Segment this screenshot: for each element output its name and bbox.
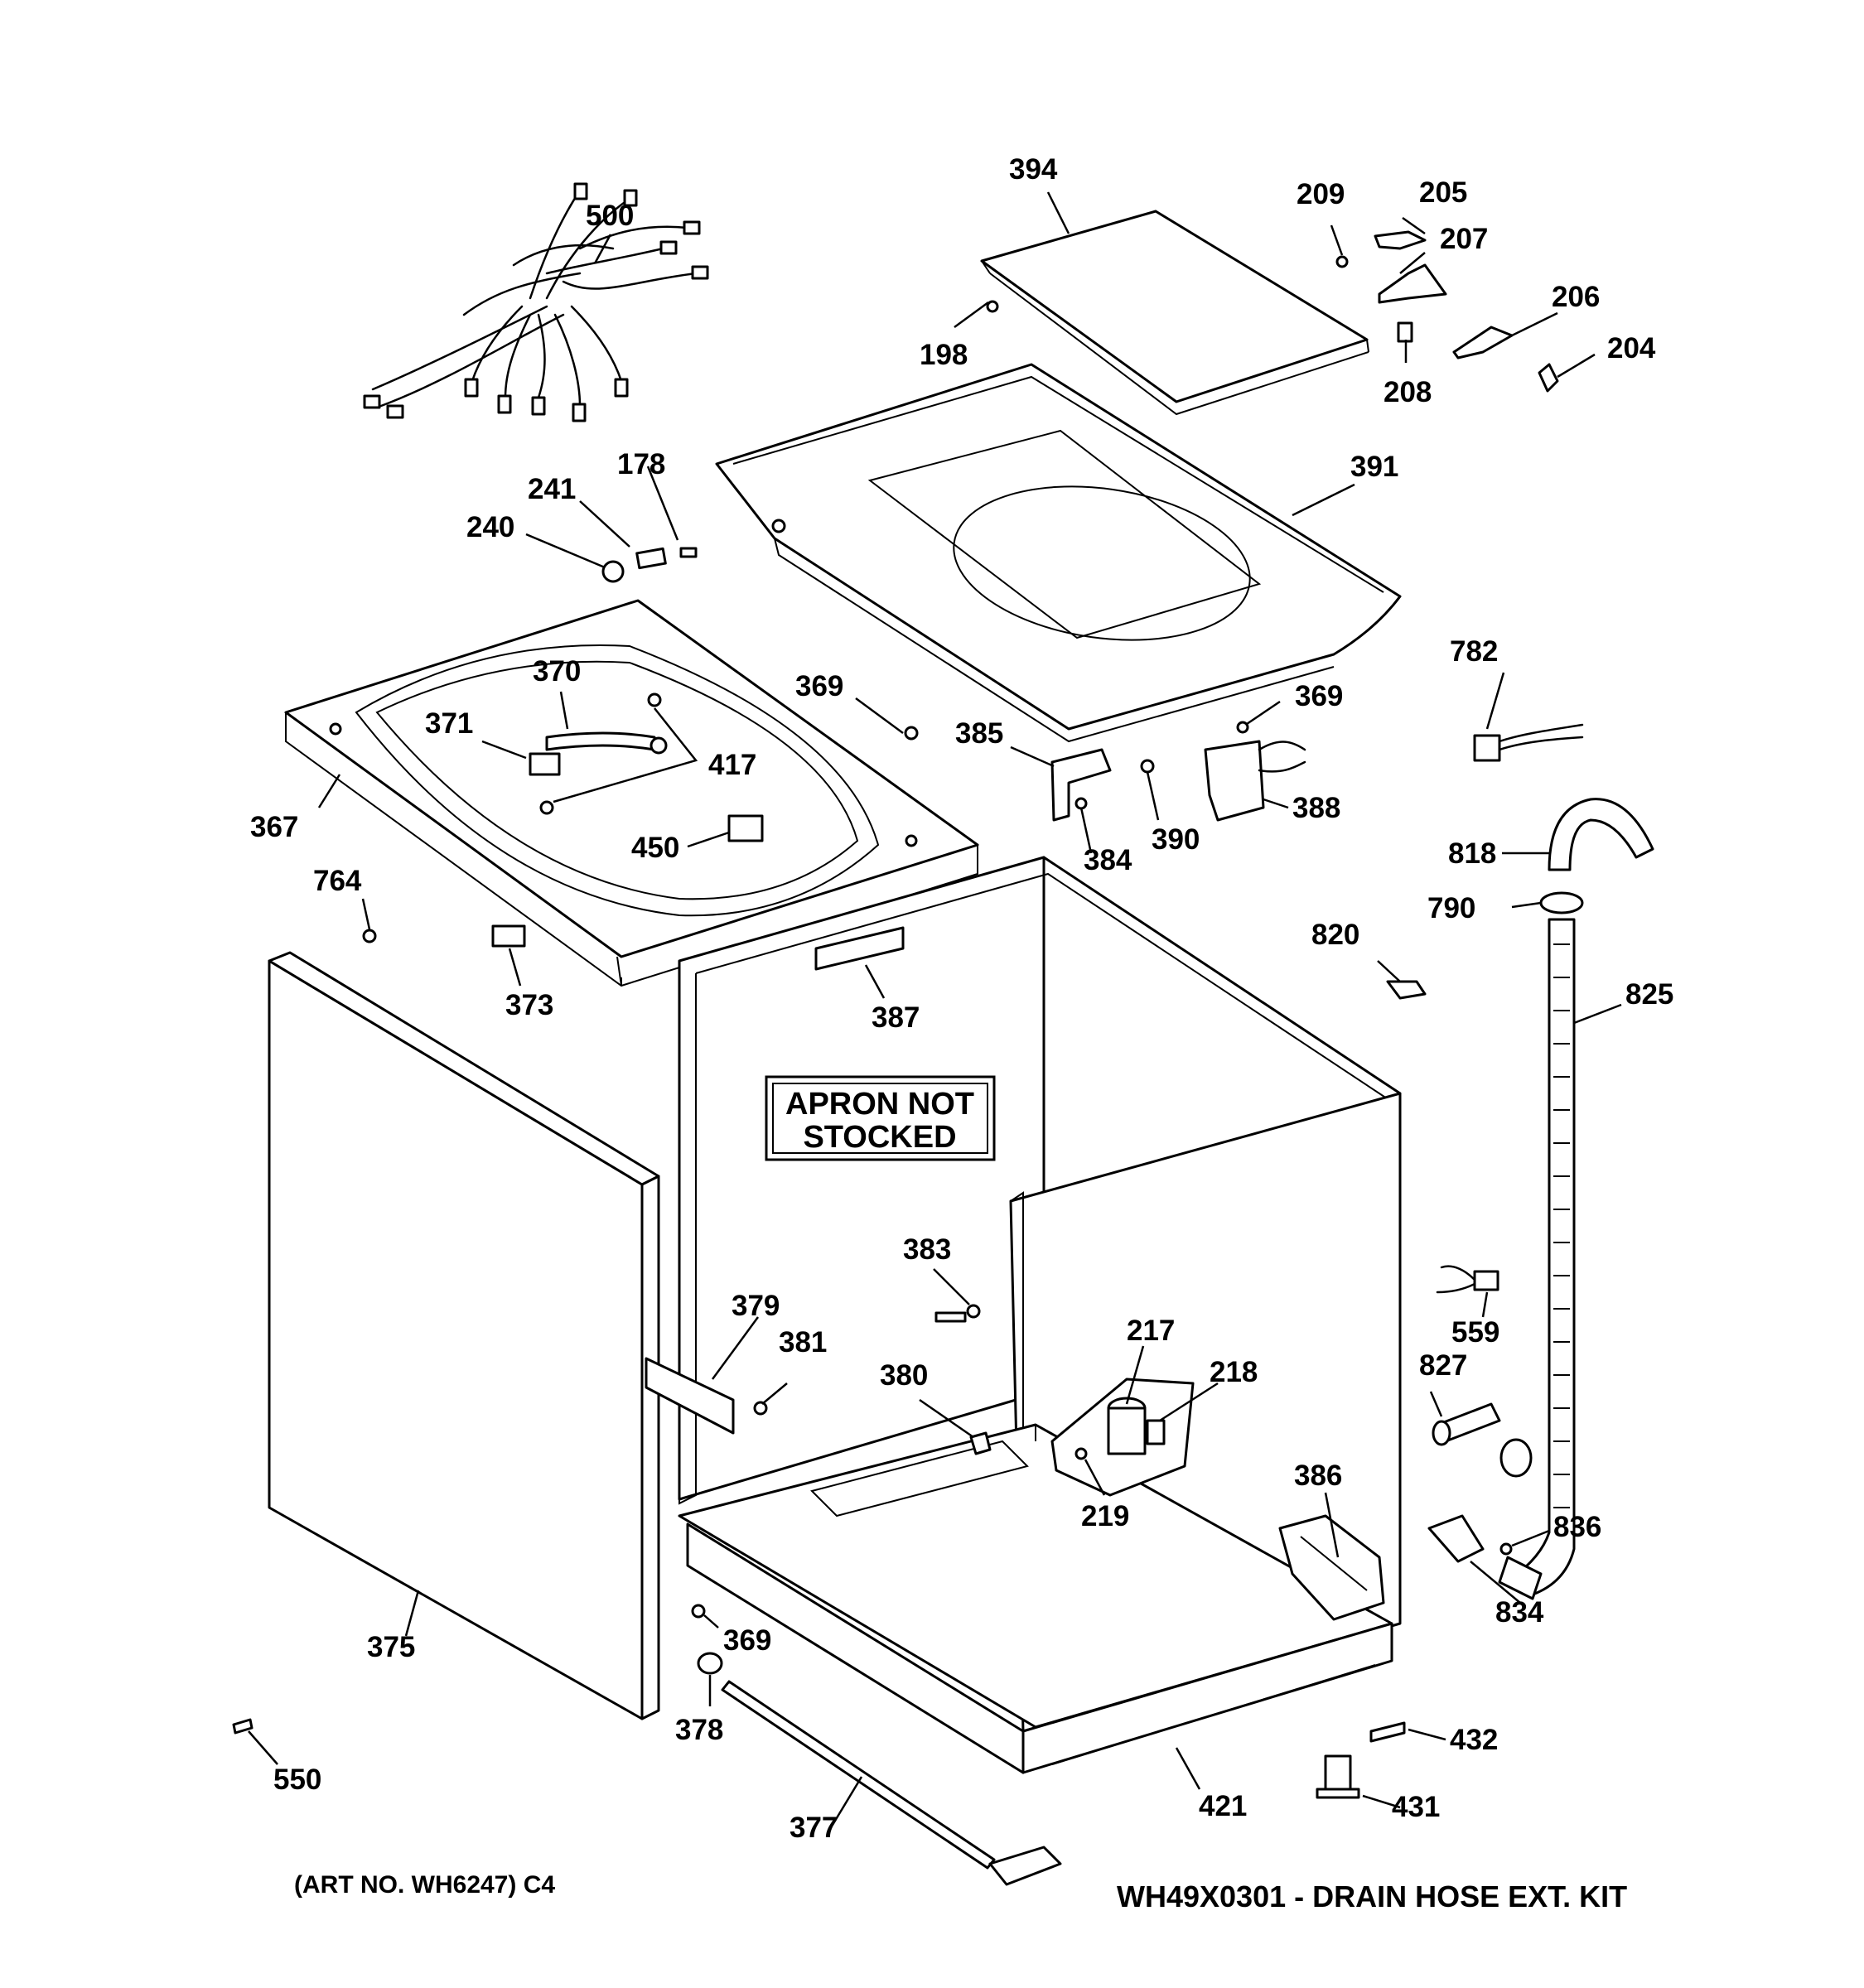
screw-381 [753, 1401, 768, 1416]
callout-381: 381 [779, 1326, 827, 1358]
callout-219: 219 [1081, 1500, 1129, 1532]
brackets-385-388 [1050, 721, 1306, 822]
hose-hook-818 [1548, 798, 1654, 871]
callout-834: 834 [1495, 1596, 1544, 1629]
callout-378: 378 [675, 1714, 723, 1746]
clip-820 [1386, 980, 1427, 1000]
callout-labels: 500 394 198 209 205 207 206 204 208 178 … [250, 153, 1673, 1844]
callout-825: 825 [1625, 978, 1673, 1011]
callout-218: 218 [1210, 1356, 1258, 1388]
callout-384: 384 [1084, 844, 1132, 876]
callout-391: 391 [1350, 451, 1398, 483]
callout-369-bottom: 369 [723, 1624, 771, 1657]
callout-240: 240 [466, 511, 514, 543]
bushing-378 [697, 1652, 723, 1675]
callout-370: 370 [533, 655, 581, 688]
callout-369-top-left: 369 [795, 670, 843, 702]
callout-369-top-right: 369 [1295, 680, 1343, 712]
clip-380 [969, 1431, 992, 1455]
callout-559: 559 [1451, 1316, 1499, 1349]
callout-371: 371 [425, 707, 473, 740]
callout-550: 550 [273, 1764, 321, 1796]
wire-harness-500 [363, 182, 709, 422]
leader-lines [248, 191, 1622, 1826]
screw-550 [232, 1718, 254, 1735]
callout-431: 431 [1392, 1791, 1440, 1823]
callout-241: 241 [528, 473, 576, 505]
callout-204: 204 [1607, 332, 1656, 364]
callout-450: 450 [631, 832, 679, 864]
callout-379: 379 [732, 1290, 780, 1322]
callout-207: 207 [1440, 223, 1488, 255]
art-number: (ART NO. WH6247) C4 [294, 1871, 555, 1899]
side-panel-375 [268, 951, 660, 1720]
fasteners-240-241-178 [601, 547, 698, 583]
callout-208: 208 [1384, 376, 1432, 408]
callout-764: 764 [313, 865, 362, 897]
drain-hose-825 [1498, 918, 1576, 1600]
callout-836: 836 [1553, 1511, 1601, 1543]
callout-377: 377 [790, 1812, 838, 1844]
pin-432 [1369, 1721, 1406, 1743]
cabinet [645, 856, 1402, 1774]
callout-383: 383 [903, 1233, 951, 1266]
callout-827: 827 [1419, 1349, 1467, 1382]
callout-385: 385 [955, 717, 1003, 750]
screw-369a [904, 726, 919, 741]
callout-373: 373 [505, 989, 553, 1021]
callout-818: 818 [1448, 837, 1496, 870]
apron-notice-line-2: STOCKED [803, 1120, 956, 1155]
callout-206: 206 [1552, 281, 1600, 313]
lid-394 [980, 210, 1369, 416]
fitting-827 [1432, 1402, 1501, 1446]
rod-377 [721, 1680, 1062, 1886]
callout-790: 790 [1427, 892, 1475, 924]
callout-388: 388 [1292, 792, 1340, 824]
top-cover-391 [715, 363, 1402, 743]
callout-198: 198 [920, 339, 968, 371]
bumper-198 [986, 300, 999, 313]
bracket-450 [727, 814, 764, 842]
drain-hose-kit-note: WH49X0301 - DRAIN HOSE EXT. KIT [1117, 1879, 1627, 1913]
callout-367: 367 [250, 811, 298, 843]
callout-209: 209 [1297, 178, 1345, 210]
callout-500: 500 [586, 200, 634, 232]
apron-notice-line-1: APRON NOT [785, 1087, 974, 1122]
callout-820: 820 [1311, 919, 1359, 951]
callout-432: 432 [1450, 1724, 1498, 1756]
callout-217: 217 [1127, 1315, 1175, 1347]
callout-375: 375 [367, 1631, 415, 1663]
bracket-373 [491, 924, 526, 948]
pin-383 [934, 1311, 967, 1323]
callout-380: 380 [880, 1359, 928, 1392]
lead-wire-782 [1473, 723, 1584, 762]
callout-394: 394 [1009, 153, 1058, 186]
callout-205: 205 [1419, 176, 1467, 209]
strap-370 [529, 692, 668, 815]
callout-386: 386 [1294, 1460, 1342, 1492]
lead-559 [1436, 1265, 1499, 1294]
clamp-790 [1539, 891, 1584, 914]
apron-notice [765, 1075, 996, 1161]
callout-421: 421 [1199, 1790, 1247, 1822]
lid-switch-parts [1335, 230, 1559, 393]
screw-764 [362, 929, 377, 943]
callout-782: 782 [1450, 635, 1498, 668]
leveling-leg-431 [1316, 1754, 1360, 1799]
callout-417: 417 [708, 749, 756, 781]
screw-369c [691, 1604, 706, 1619]
bracket-834 [1427, 1514, 1485, 1563]
callout-390: 390 [1152, 823, 1200, 856]
callout-178: 178 [617, 448, 665, 480]
screw-383 [966, 1304, 981, 1319]
screw-836 [1499, 1542, 1513, 1556]
callout-387: 387 [872, 1001, 920, 1034]
